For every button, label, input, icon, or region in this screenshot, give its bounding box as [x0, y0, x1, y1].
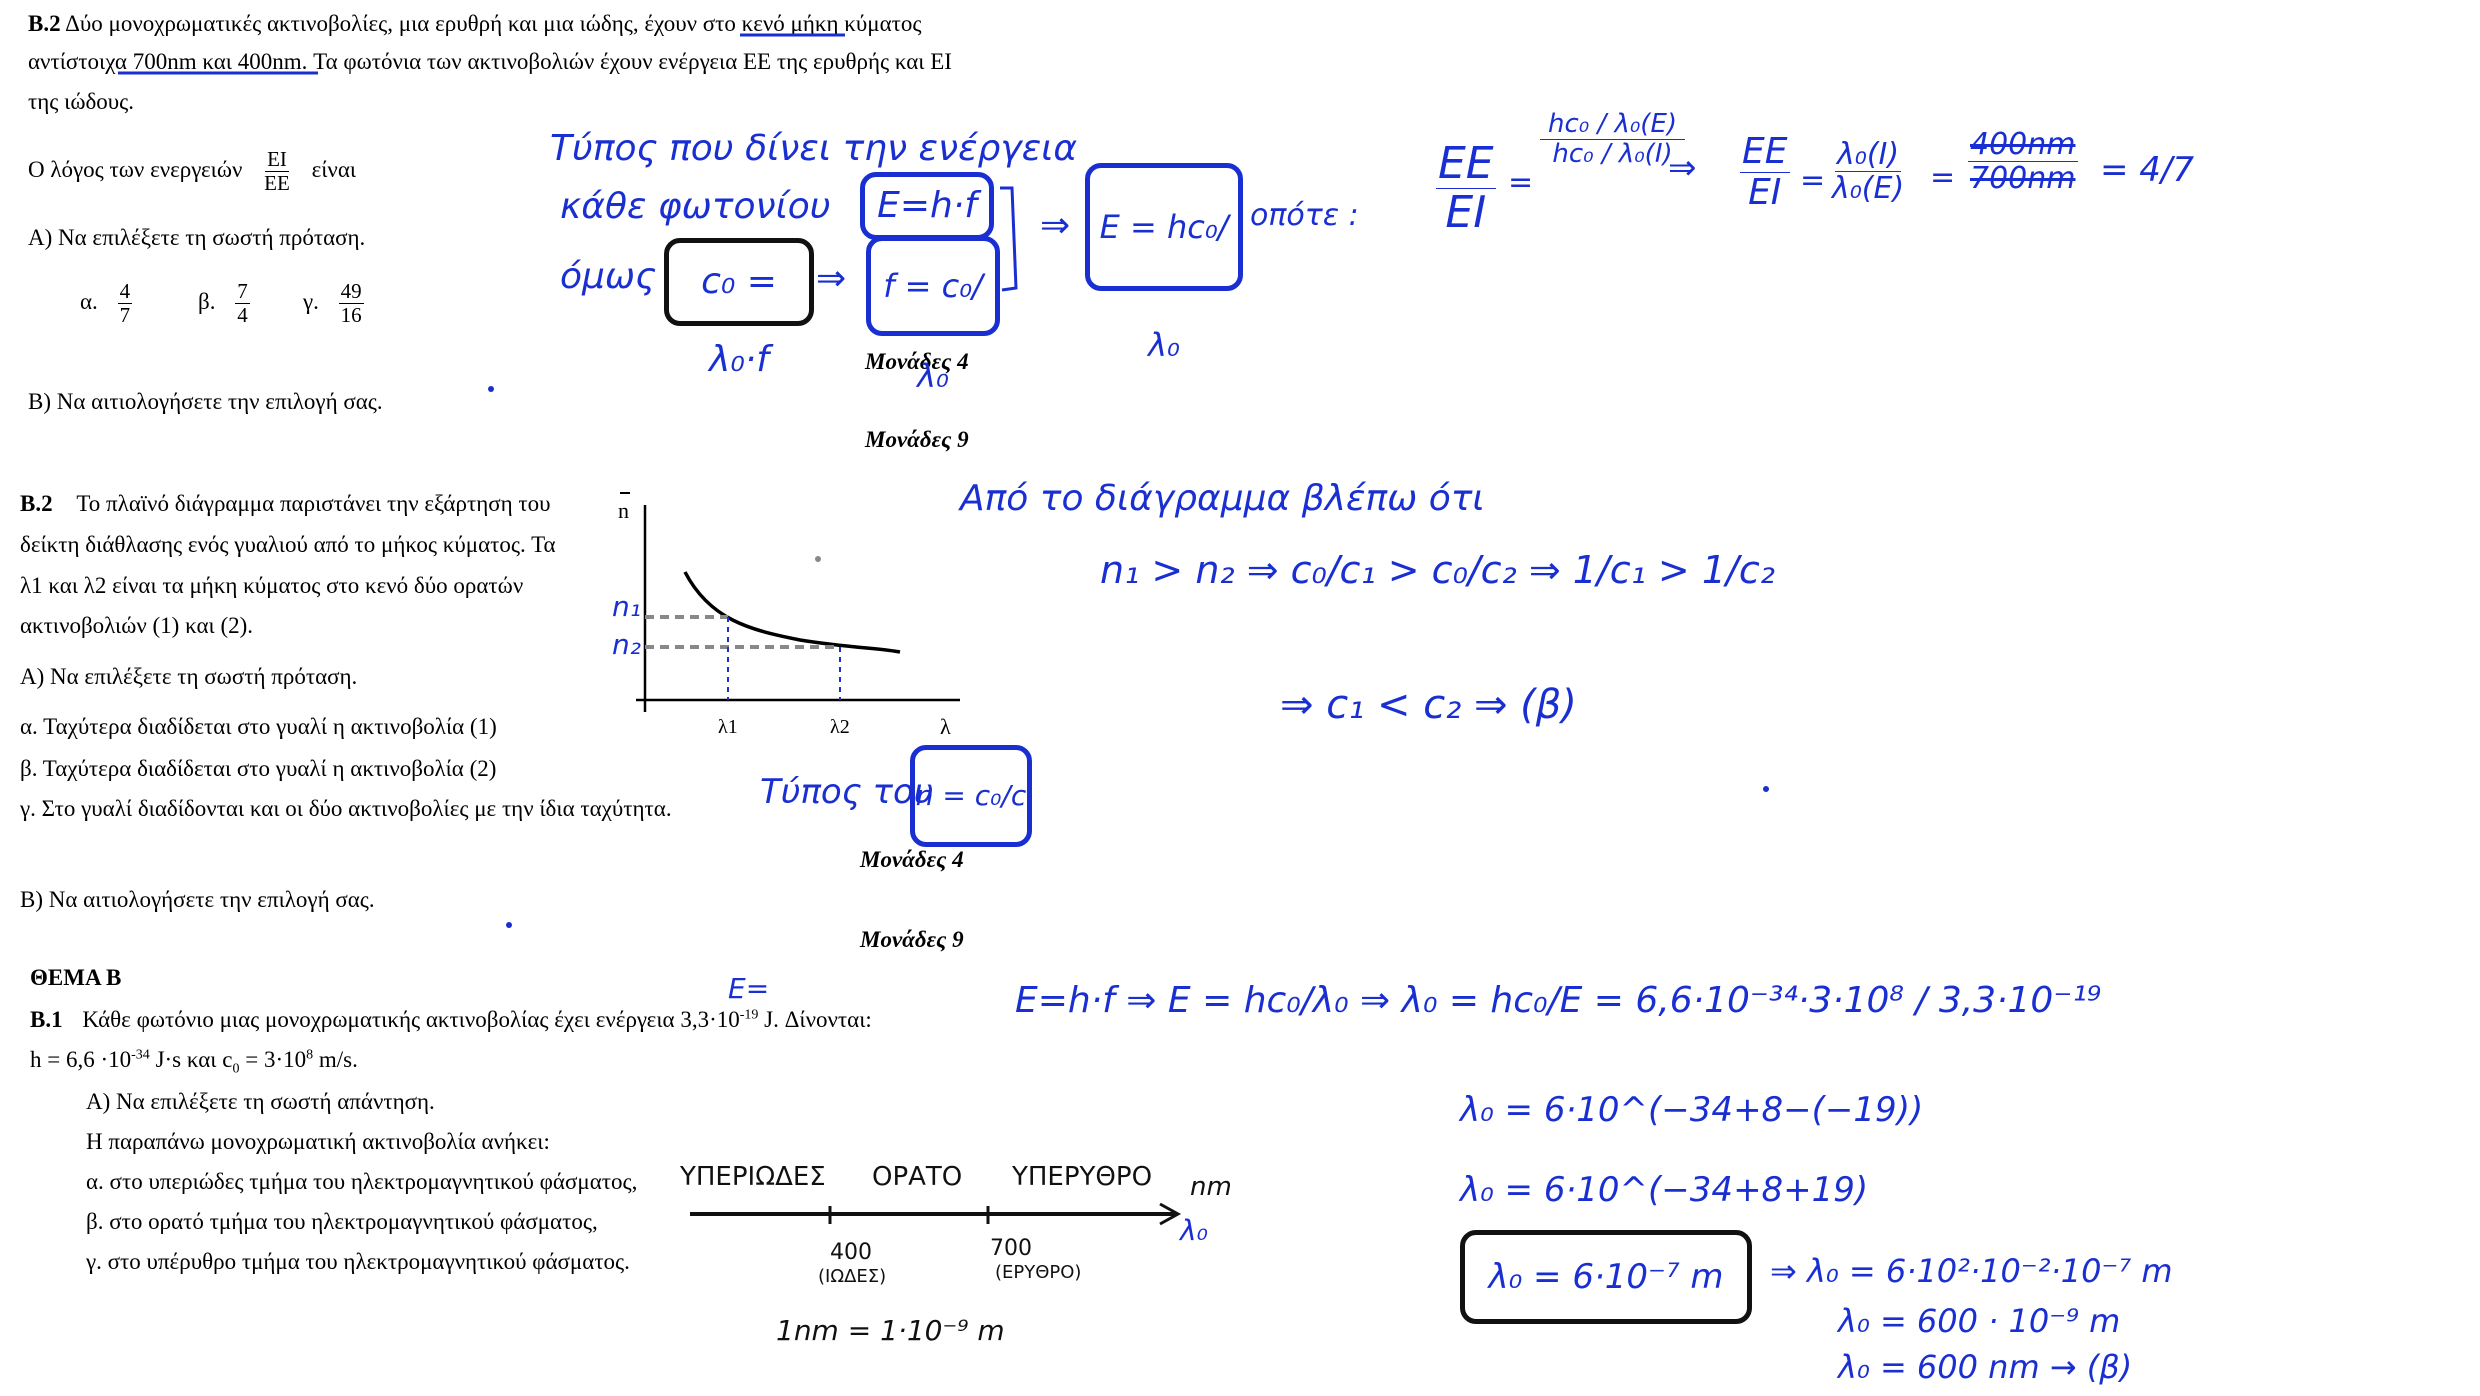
hw3-l1: λ₀ = 6·10^(−34+8−(−19)): [1460, 1090, 1924, 1130]
hw1-omos: όμως: [560, 256, 657, 297]
q3-line1: Β.1 Κάθε φωτόνιο μιας μονοχρωματικής ακτ…: [30, 1007, 872, 1032]
q2-option-b: β. Ταχύτερα διαδίδεται στο γυαλί η ακτιν…: [20, 756, 497, 781]
hw1-kathe: κάθε φωτονίου: [560, 186, 831, 227]
q1-option-a: α. 4 7: [80, 279, 133, 328]
q2-line1: Β.2 Το πλαϊνό διάγραμμα παριστάνει την ε…: [20, 491, 551, 516]
hw3-label-ir: ΥΠΕΡΥΘΡΟ: [1012, 1162, 1153, 1192]
q1-option-c: γ. 49 16: [303, 279, 364, 328]
q1-line2: αντίστοιχα 700nm και 400nm. Τα φωτόνια τ…: [28, 49, 952, 74]
q2-line2: δείκτη διάθλασης ενός γυαλιού από το μήκ…: [20, 532, 556, 557]
hw2-concl: ⇒ c₁ < c₂ ⇒ (β): [1280, 682, 1577, 728]
q1-ratio-line: Ο λόγος των ενεργειών EΙ EΕ είναι: [28, 147, 357, 196]
q2-option-a: α. Ταχύτερα διαδίδεται στο γυαλί η ακτιν…: [20, 714, 497, 739]
hw1-arrow3: ⇒: [1668, 148, 1697, 188]
dot-3: [506, 922, 512, 928]
q2-graph-n2: n₂: [612, 628, 641, 661]
q2-marks-a: Μονάδες 4: [860, 847, 964, 872]
q1-marks-a: Μονάδες 4: [865, 349, 969, 374]
hw1-eq2: =: [1800, 163, 1826, 198]
q1-partA: Α) Να επιλέξετε τη σωστή πρόταση.: [28, 225, 366, 250]
q1-line1: Β.2 Δύο μονοχρωματικές ακτινοβολίες, μια…: [28, 11, 922, 36]
hw2-apo: Από το διάγραμμα βλέπω ότι: [960, 478, 1485, 519]
hw3-ehf: E=h·f ⇒ E = hc₀/λ₀ ⇒ λ₀ = hc₀/E = 6,6·10…: [1015, 980, 2102, 1021]
hw2-box-n: n = c₀/c: [910, 745, 1032, 847]
dot-2: [1763, 786, 1769, 792]
hw1-eq1: =: [1508, 165, 1534, 200]
q1-partB: Β) Να αιτιολογήσετε την επιλογή σας.: [28, 389, 383, 414]
hw3-r1: ⇒ λ₀ = 6·10²·10⁻²·10⁻⁷ m: [1770, 1252, 2173, 1290]
hw3-tick700: 700: [990, 1236, 1032, 1261]
q2-graph-x-label: λ: [940, 714, 951, 739]
q2-line4: ακτινοβολιών (1) και (2).: [20, 613, 254, 638]
hw3-tick400: 400: [830, 1240, 872, 1265]
hw2-ineq: n₁ > n₂ ⇒ c₀/c₁ > c₀/c₂ ⇒ 1/c₁ > 1/c₂: [1100, 548, 1775, 592]
hw1-ratio-e: EΕ EΙ: [1740, 131, 1790, 213]
q2-line3: λ1 και λ2 είναι τα μήκη κύματος στο κενό…: [20, 573, 524, 598]
hw1-ratio-r: λ₀(Ι) λ₀(Ε): [1832, 137, 1905, 206]
q2-graph-y-label: n: [618, 498, 629, 523]
q3-option-a: α. στο υπεριώδες τμήμα του ηλεκτρομαγνητ…: [86, 1169, 638, 1194]
q2-graph-l2: λ2: [830, 716, 850, 738]
hw1-ratio-v: 400nm 700nm: [1968, 127, 2078, 196]
hw3-nm-def: 1nm = 1·10⁻⁹ m: [776, 1314, 1005, 1347]
hw3-r3: λ₀ = 600 nm → (β): [1838, 1348, 2133, 1386]
hw3-r2: λ₀ = 600 · 10⁻⁹ m: [1838, 1302, 2121, 1340]
hw3-label-uv: ΥΠΕΡΙΩΔΕΣ: [680, 1162, 826, 1192]
hw3-l2: λ₀ = 6·10^(−34+8+19): [1460, 1170, 1869, 1210]
hw1-ratio-mid: hc₀ / λ₀(Ε) hc₀ / λ₀(Ι): [1540, 110, 1686, 168]
hw1-box-f: f = c₀/λ₀: [866, 236, 1000, 395]
q2-option-c: γ. Στο γυαλί διαδίδονται και οι δύο ακτι…: [20, 796, 672, 821]
q3-option-c: γ. στο υπέρυθρο τμήμα του ηλεκτρομαγνητι…: [86, 1249, 630, 1274]
hw1-arrow2: ⇒: [1040, 205, 1071, 246]
q3-option-b: β. στο ορατό τμήμα του ηλεκτρομαγνητικού…: [86, 1209, 598, 1234]
q2-graph-l1: λ1: [718, 716, 738, 738]
q3-heading: ΘΕΜΑ Β: [30, 965, 122, 990]
q3-partA: Α) Να επιλέξετε τη σωστή απάντηση.: [86, 1089, 435, 1114]
q2-graph-n1: n₁: [612, 590, 641, 623]
hw3-tick700-sub: (ΕΡΥΘΡΟ): [995, 1262, 1082, 1283]
q2-partA: Α) Να επιλέξετε τη σωστή πρόταση.: [20, 664, 358, 689]
hw3-label-vis: ΟΡΑΤΟ: [872, 1162, 963, 1192]
hw2-tupos: Τύπος του: [760, 772, 934, 812]
hw1-opote: οπότε :: [1250, 198, 1359, 233]
q1-ratio-frac: EΙ EΕ: [264, 147, 290, 196]
hw1-arrow1: ⇒: [816, 258, 847, 299]
hw3-unit-nm: nm: [1190, 1172, 1232, 1202]
dot-4: [815, 556, 821, 562]
hw3-e-eq: E=: [728, 972, 770, 1005]
hw1-ratio-lhs: EΕ EΙ: [1436, 138, 1496, 239]
q1-line3: της ιώδους.: [28, 89, 135, 114]
hw1-box-c: c₀ = λ₀·f: [664, 238, 814, 380]
hw1-eq3: =: [1930, 160, 1956, 195]
q1-marks-b: Μονάδες 9: [865, 427, 969, 452]
q2-marks-b: Μονάδες 9: [860, 927, 964, 952]
q2-partB: Β) Να αιτιολογήσετε την επιλογή σας.: [20, 887, 375, 912]
q3-line2: h = 6,6 ·10-34 J·s και c0 = 3·108 m/s.: [30, 1047, 358, 1077]
hw1-tupos: Τύπος που δίνει την ενέργεια: [550, 128, 1078, 169]
hw3-tick400-sub: (ΙΩΔΕΣ): [818, 1266, 887, 1287]
hw3-box: λ₀ = 6·10⁻⁷ m: [1460, 1230, 1752, 1324]
q3-intro: Η παραπάνω μονοχρωματική ακτινοβολία ανή…: [86, 1129, 550, 1154]
q1-option-b: β. 7 4: [198, 279, 250, 328]
dot-1: [488, 386, 494, 392]
hw1-result: = 4/7: [2100, 150, 2195, 190]
hw3-unit-l: λ₀: [1180, 1214, 1208, 1247]
hw1-box-e: E = hc₀/λ₀: [1085, 163, 1243, 364]
